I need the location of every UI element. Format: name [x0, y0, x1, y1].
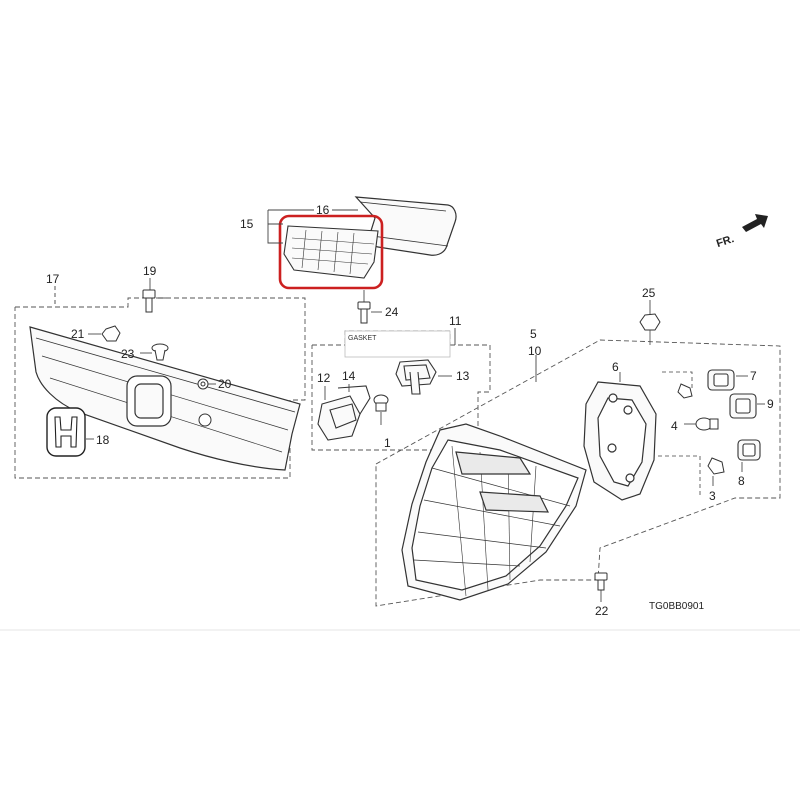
bulb-4: [695, 417, 719, 431]
nut-25: [639, 313, 661, 331]
part-number-label: 12: [317, 371, 331, 385]
garnish-clip-hole: [198, 413, 212, 427]
bulb-3-upper: [677, 383, 693, 399]
gasket-label: GASKET: [348, 335, 377, 342]
socket-8: [737, 439, 761, 461]
part-number-label: 7: [750, 369, 757, 383]
part-number-label: 11: [449, 314, 462, 328]
gasket-tag: [344, 330, 451, 358]
part-number-label: 16: [316, 203, 330, 217]
part-number-label: 1: [384, 436, 391, 450]
diagram-code: TG0BB0901: [649, 601, 704, 612]
part-number-label: 19: [143, 264, 157, 278]
part-number-label: 24: [385, 305, 399, 319]
socket-9: [729, 393, 757, 419]
part-number-label: 3: [709, 489, 716, 503]
part-number-label: 20: [218, 377, 232, 391]
part-number-label: 13: [456, 369, 470, 383]
clip-23: [151, 343, 169, 361]
part-number-label: 6: [612, 360, 619, 374]
front-indicator-label: FR.: [715, 233, 736, 250]
part-number-label: 9: [767, 397, 774, 411]
bulb-1: [373, 394, 389, 412]
tail-light-gasket: [583, 381, 657, 501]
grommet-20: [197, 378, 209, 390]
callout-15-16: [267, 209, 358, 244]
socket-13: [395, 359, 437, 395]
nut-21: [101, 325, 121, 342]
part-number-label: 23: [121, 347, 135, 361]
part-number-label: 5: [530, 327, 537, 341]
part-number-label: 14: [342, 369, 356, 383]
tail-light-group-box: [375, 339, 781, 607]
bolt-22: [594, 572, 608, 591]
part-number-label: 25: [642, 286, 656, 300]
bulb-group-brackets: [658, 371, 701, 498]
part-number-label: 18: [96, 433, 110, 447]
emblem-mount: [126, 375, 172, 427]
part-number-label: 22: [595, 604, 609, 618]
part-number-label: 4: [671, 419, 678, 433]
part-number-label: 17: [46, 272, 60, 286]
bolt-19: [142, 289, 156, 313]
high-mount-stop-light: [283, 225, 379, 279]
part-number-label: 8: [738, 474, 745, 488]
highlight-box: [278, 214, 384, 290]
bolt-24: [357, 301, 371, 324]
part-number-label: 10: [528, 344, 542, 358]
garnish-group-box: [14, 297, 306, 479]
front-arrow-icon: [742, 214, 768, 232]
socket-7: [707, 369, 735, 391]
part-number-label: 15: [240, 217, 254, 231]
license-light-lens: [317, 385, 371, 441]
tail-light-housing: [401, 423, 587, 601]
part-number-label: 21: [71, 327, 85, 341]
honda-h-logo-icon: [46, 407, 86, 457]
bulb-3-lower: [707, 457, 725, 475]
